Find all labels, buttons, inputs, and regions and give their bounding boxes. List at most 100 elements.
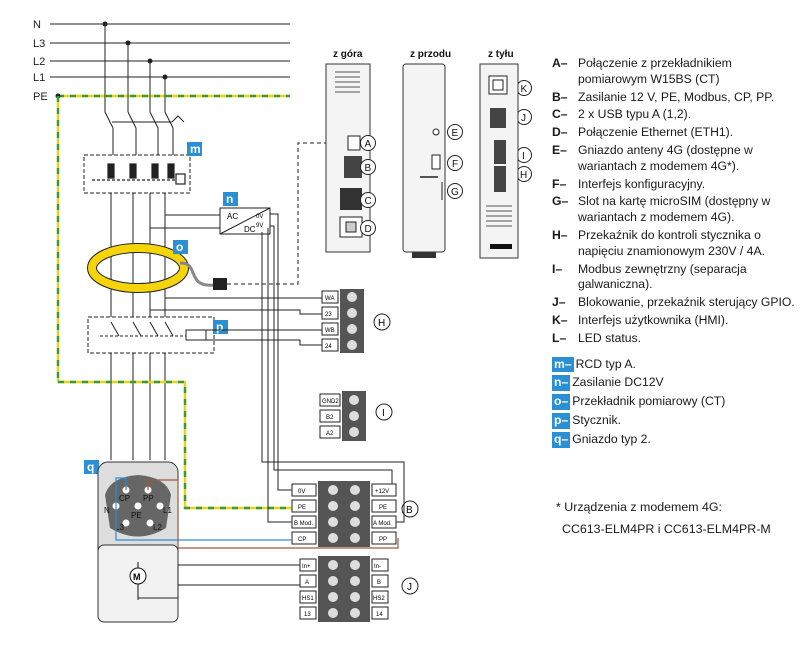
label-l1: L1: [33, 72, 45, 84]
modbus-wires: [261, 228, 405, 523]
modbus-terminal-b2: B2: [326, 415, 334, 421]
psu-out2: 9V: [256, 223, 263, 229]
marker-c: C: [365, 196, 372, 207]
b-left-cp: CP: [298, 537, 306, 543]
label-n: N: [33, 19, 41, 31]
psu-out1: 0V: [256, 214, 263, 220]
junction-dots: [55, 21, 168, 99]
psu-dc: DC: [244, 225, 256, 234]
j-left-13: 13: [304, 612, 311, 618]
footnote-line2: CC613-ELM4PR i CC613-ELM4PR-M: [562, 522, 771, 536]
legend-item-a: A–Połączenie z przekładnikiem pomiarowym…: [552, 56, 732, 86]
j-right-14: 14: [376, 612, 383, 618]
legend-item-o: o–Przekładnik pomiarowy (CT): [552, 394, 726, 410]
legend-item-q: q–Gniazdo typ 2.: [552, 431, 651, 448]
marker-j: J: [521, 113, 526, 124]
marker-e: E: [452, 128, 459, 139]
cp-wire: [115, 477, 292, 541]
pe-route-green: [58, 380, 292, 510]
connector-b: 0V PE B Mod. CP +12V PE A Mod. PP: [291, 481, 397, 547]
motor-label: M: [133, 572, 141, 582]
rcd-feed-wires: [104, 24, 185, 155]
marker-f: F: [452, 159, 458, 170]
component-m-label: m: [190, 142, 201, 156]
psu-out-wire-12v: [270, 225, 393, 484]
legend-item-c: C–2 x USB typu A (1,2).: [552, 107, 692, 122]
ct-plug: [213, 278, 227, 290]
socket-pin-labels: CP PP N PE L1 L3 L2: [104, 494, 172, 532]
connector-j: In+ A HS1 13 In- B HS2 14: [299, 556, 389, 622]
bus-labels: N L3 L2 L1 PE: [33, 19, 48, 103]
marker-g: G: [451, 187, 459, 198]
view-front-title: z przodu: [410, 49, 451, 60]
socket-pp: PP: [143, 494, 154, 503]
contactor-box: [87, 316, 215, 354]
connector-h-letter: H: [378, 318, 385, 329]
j-right-hs2: HS2: [373, 596, 385, 602]
component-o-badge: [173, 240, 188, 254]
pp-wire: [147, 479, 399, 549]
component-q-label: q: [87, 460, 94, 474]
device-label-markers: A B C D E F G H I J K L: [360, 80, 532, 236]
j-right-b: B: [377, 580, 381, 586]
b-right-pe: PE: [379, 505, 387, 511]
legend: A–Połączenie z przekładnikiem pomiarowym…: [552, 56, 802, 451]
legend-item-b: B–Zasilanie 12 V, PE, Modbus, CP, PP.: [552, 89, 775, 104]
socket-l3: L3: [115, 523, 124, 532]
socket-l1: L1: [163, 506, 172, 515]
connector-b-marker: [401, 500, 419, 518]
motor-wires: [137, 564, 300, 600]
connector-b-letter: B: [406, 505, 413, 516]
ct-cable: [179, 261, 216, 287]
marker-i: I: [522, 151, 525, 162]
rcd-internals: [92, 163, 186, 185]
label-pe: PE: [33, 91, 48, 103]
component-n-label: n: [226, 192, 233, 206]
connector-i-marker: [375, 403, 393, 421]
marker-h: H: [520, 170, 527, 181]
view-top-title: z góra: [333, 49, 363, 60]
b-left-0v: 0V: [298, 489, 305, 495]
footnote: * Urządzenia z modemem 4G: CC613-ELM4PR …: [556, 496, 796, 540]
j-left-hs1: HS1: [302, 596, 314, 602]
component-o-label: o: [176, 240, 183, 254]
legend-item-n: n–Zasilanie DC12V: [552, 375, 664, 392]
contactor-internals: [100, 321, 207, 341]
label-l3: L3: [33, 38, 45, 50]
connector-i-letter: I: [382, 408, 385, 419]
component-q-badge: [84, 460, 99, 474]
ct-ring: [88, 244, 188, 292]
modbus-terminal-gnd2: GND2: [322, 399, 339, 405]
device-front-view: [402, 63, 446, 258]
legend-item-j: J–Blokowanie, przekaźnik sterujący GPIO.: [552, 295, 795, 310]
view-back-title: z tyłu: [488, 49, 514, 60]
legend-item-p: p–Stycznik.: [552, 412, 621, 429]
socket-pe: PE: [131, 511, 142, 520]
relay-wires: [150, 297, 322, 346]
b-left-bmod: B Mod.: [294, 521, 313, 527]
b-right-12v: +12V: [375, 489, 389, 495]
b-right-pp: PP: [379, 537, 387, 543]
b-right-amod: A Mod.: [373, 521, 392, 527]
bus-lines: [50, 23, 290, 78]
socket-l2: L2: [153, 523, 162, 532]
marker-k: K: [521, 84, 528, 95]
j-left-a: A: [305, 580, 309, 586]
legend-item-h: H–Przekaźnik do kontroli stycznika o nap…: [552, 227, 765, 258]
component-m-badge: [187, 142, 202, 156]
label-l2: L2: [33, 56, 45, 68]
legend-item-d: D–Połączenie Ethernet (ETH1).: [552, 125, 734, 140]
relay-terminal-23: 23: [325, 312, 332, 318]
footnote-line1: * Urządzenia z modemem 4G:: [556, 500, 722, 514]
legend-item-k: K–Interfejs użytkownika (HMI).: [552, 312, 729, 327]
connector-h: WA 23 WB 24: [321, 289, 364, 353]
connector-i: GND2 B2 A2: [319, 391, 366, 441]
modbus-terminal-a2: A2: [326, 431, 334, 437]
connector-j-letter: J: [407, 582, 412, 593]
marker-d: D: [365, 224, 372, 235]
relay-terminal-wb: WB: [325, 328, 335, 334]
marker-a: A: [365, 139, 372, 150]
legend-item-l: L–LED status.: [552, 330, 641, 345]
legend-item-m: m–RCD typ A.: [552, 356, 636, 373]
